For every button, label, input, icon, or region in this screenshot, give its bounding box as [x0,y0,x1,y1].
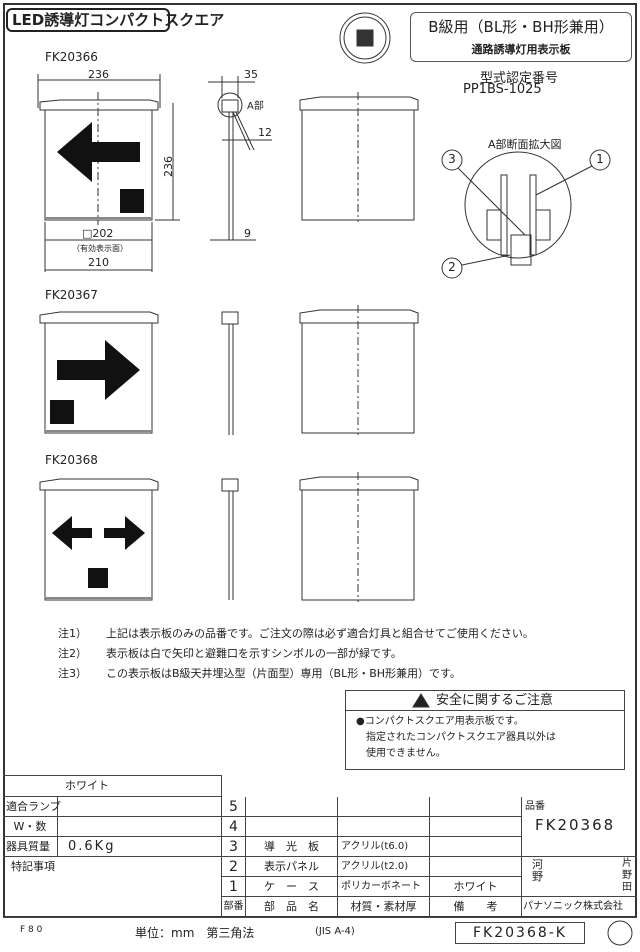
note-text: 上記は表示板のみの品番です。ご注文の際は必ず適合灯具と組合せてご使用ください。 [106,627,534,640]
front-view-fk20368 [39,478,159,601]
standard: (JIS A-4) [315,926,355,937]
safety-notice: 安全に関するご注意 ●コンパクトスクエア用表示板です。 指定されたコンパクトスク… [345,690,625,770]
side-view-fk20367 [221,311,239,435]
part-no: 1 [222,877,246,897]
label-watt: W・数 [3,817,58,837]
color-cell: ホワイト [3,775,222,797]
unit-projection: 単位：mm 第三角法 [135,926,255,940]
dim-9: 9 [244,227,251,240]
part-no: 2 [222,857,246,877]
dim-depth: 35 [244,68,258,81]
dim-12: 12 [258,126,272,139]
part-name: 表示パネル [246,857,338,877]
safety-line: 指定されたコンパクトスクエア器具以外は [366,732,556,743]
class-line2: 通路誘導灯用表示板 [471,43,571,56]
rear-view-fk20366 [299,92,419,222]
value-lamp [58,797,222,817]
a-part-label: A部 [247,101,264,112]
part-number: FK20368 [535,816,616,834]
note-label: 注2） [58,647,87,660]
note-text: この表示板はB級天井埋込型（片面型）専用（BL形・BH形兼用）です。 [106,667,461,680]
dim-effective: □202 [82,227,114,240]
part-name: ケ ー ス [246,877,338,897]
header-no: 部番 [222,897,246,918]
label-mass: 器具質量 [3,837,58,857]
signers-cell: 河野 片野田 [522,857,637,897]
dim-height: 236 [162,156,175,177]
part-material: アクリル(t2.0) [338,857,430,877]
document-title: LED誘導灯コンパクトスクエア [6,8,224,32]
part-name [246,797,338,817]
callout-1: 1 [596,152,604,166]
dim-width-bottom: 210 [88,256,109,269]
part-no: 4 [222,817,246,837]
rear-view-fk20367 [299,305,419,435]
part-note [430,817,522,837]
part-note [430,857,522,877]
signer: 片野田 [622,858,632,893]
model-label: FK20366 [45,50,98,64]
part-note [430,837,522,857]
part-material: ポリカーボネート [338,877,430,897]
header-name: 部 品 名 [246,897,338,918]
revision-circle [607,920,633,946]
value-mass: 0.6Kg [58,837,222,857]
part-material [338,817,430,837]
model-label: FK20368 [45,453,98,467]
approval-number: PP1BS-1025 [463,82,542,97]
note-text: 表示板は白で矢印と避難口を示すシンボルの一部が緑です。 [106,647,402,660]
detail-section-a [441,149,611,279]
signer: 河野 [532,858,543,883]
class-box: B級用（BL形・BH形兼用） 通路誘導灯用表示板 [410,12,632,62]
certification-seal [339,12,391,64]
sheet-code: F 8 0 [20,925,43,935]
callout-2: 2 [448,260,456,274]
safety-title: 安全に関するご注意 [346,691,624,711]
part-note [430,797,522,817]
model-label: FK20367 [45,288,98,302]
approval-label: 型式認定番号 [480,71,559,86]
part-number-label: 品番 [525,801,545,812]
dim-effective-label: （有効表示面） [72,244,128,253]
header-note: 備 考 [430,897,522,918]
callout-3: 3 [448,152,456,166]
part-material [338,797,430,817]
part-material: アクリル(t6.0) [338,837,430,857]
front-view-fk20367 [39,311,159,434]
part-name [246,817,338,837]
dim-width-top: 236 [88,68,109,81]
safety-line: 使用できません。 [366,748,446,759]
header-material: 材質・素材厚 [338,897,430,918]
detail-title: A部断面拡大図 [488,138,562,151]
side-view-fk20368 [221,478,239,600]
class-line1: B級用（BL形・BH形兼用） [428,18,614,36]
note-label: 注3） [58,667,87,680]
label-lamp: 適合ランプ [3,797,61,817]
value-watt [58,817,222,837]
part-note: ホワイト [430,877,522,897]
rear-view-fk20368 [299,472,419,602]
side-view-fk20366 [208,76,272,241]
warning-icon [412,693,430,708]
drawing-number: FK20368-K [455,922,585,944]
part-number-cell: 品番 FK20368 [522,797,637,857]
company: パナソニック株式会社 [522,897,637,918]
title-block-table: ホワイト 適合ランプ W・数 器具質量 0.6Kg 特記事項 5 4 3 導 光… [3,775,637,918]
part-name: 導 光 板 [246,837,338,857]
label-remarks: 特記事項 [3,857,222,918]
safety-line: ●コンパクトスクエア用表示板です。 [356,716,524,727]
part-no: 3 [222,837,246,857]
front-view-fk20366 [37,74,180,272]
part-no: 5 [222,797,246,817]
note-label: 注1） [58,627,87,640]
